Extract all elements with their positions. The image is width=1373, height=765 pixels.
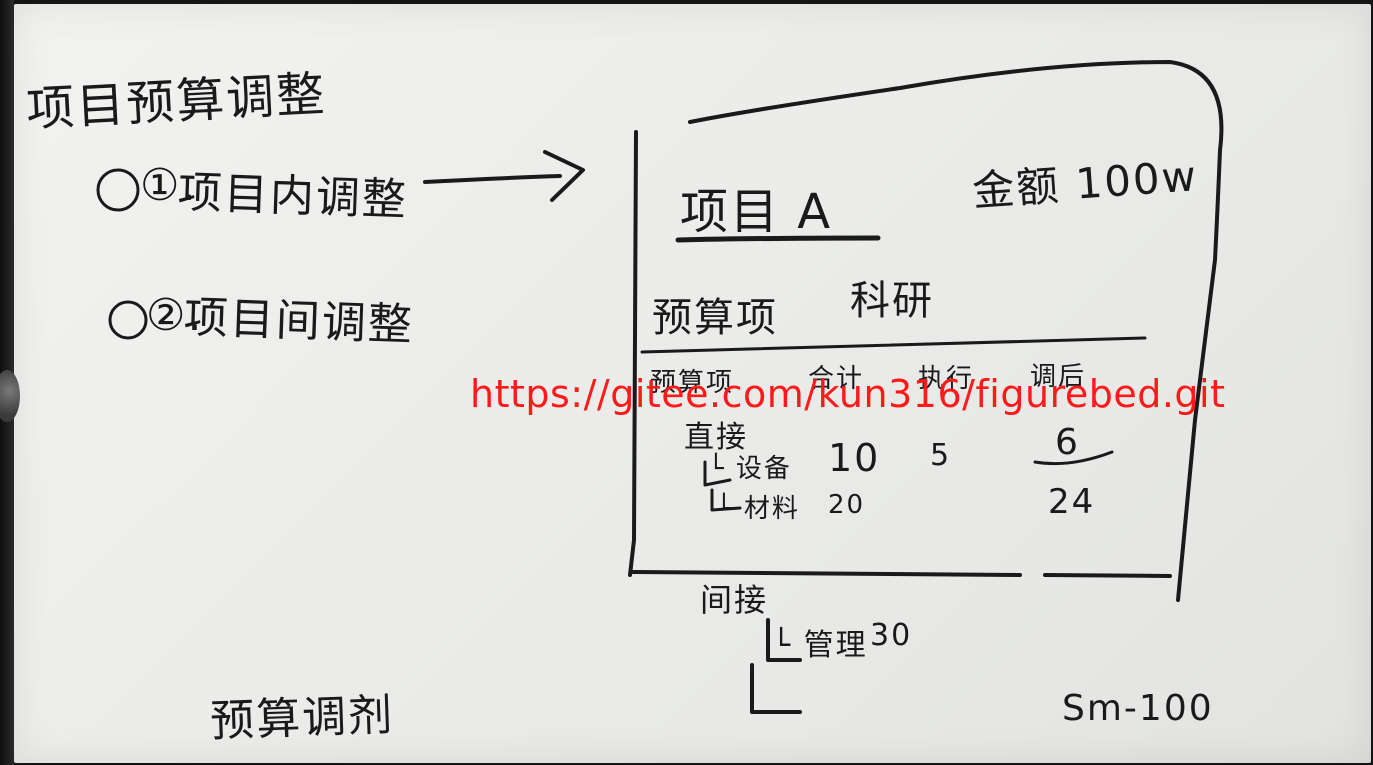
- footer-right: Sm-100: [1062, 688, 1214, 729]
- footer-left: 预算调剂: [209, 689, 395, 748]
- row-device-exec: 5: [930, 438, 952, 473]
- management-value: 30: [870, 618, 913, 653]
- item-1-text: 项目内调整: [177, 166, 409, 226]
- watermark-url: https://gitee.com/kun316/figurebed.git: [470, 372, 1226, 416]
- management-name: └ 管理: [772, 628, 868, 663]
- row-material-total: 20: [828, 490, 866, 520]
- box-left-edge: [628, 130, 638, 577]
- project-name: 项目 A: [680, 184, 833, 240]
- row-value: 科研: [850, 278, 934, 324]
- value-curve: [1033, 450, 1114, 466]
- row-direct-name: 直接: [684, 420, 748, 455]
- box-top-curve: [688, 60, 1224, 602]
- row-device-total: 10: [828, 436, 881, 480]
- header-exec: 执行: [918, 364, 975, 394]
- tree-line-1: [766, 618, 802, 662]
- scroll-knob: [0, 370, 20, 422]
- row-label: 预算项: [652, 295, 778, 341]
- arrow-head: [543, 150, 585, 202]
- row-device-after: 6: [1055, 422, 1080, 463]
- row-material-after: 24: [1048, 482, 1096, 522]
- indirect-name: 间接: [700, 581, 769, 619]
- row-device-name: └ 设备: [708, 454, 792, 484]
- circle-one: [96, 168, 140, 212]
- circle-two: [108, 300, 148, 340]
- tree-line-3: [703, 460, 732, 487]
- box-bottom: [630, 570, 1172, 578]
- arrow-line: [423, 174, 562, 184]
- row-material-name: └ 材料: [716, 494, 800, 524]
- tree-line-4: [710, 488, 742, 512]
- header-line: [640, 336, 1147, 354]
- item-1-marker: ①.: [140, 160, 198, 211]
- header-total: 合计: [808, 364, 865, 394]
- item-2-marker: ②.: [146, 290, 204, 341]
- whiteboard: [14, 4, 1371, 763]
- project-underline: [675, 235, 881, 243]
- tree-line-2: [750, 663, 802, 714]
- header-item: 预算项: [650, 368, 735, 398]
- header-after: 调后: [1030, 362, 1087, 392]
- item-2-text: 项目间调整: [183, 291, 415, 351]
